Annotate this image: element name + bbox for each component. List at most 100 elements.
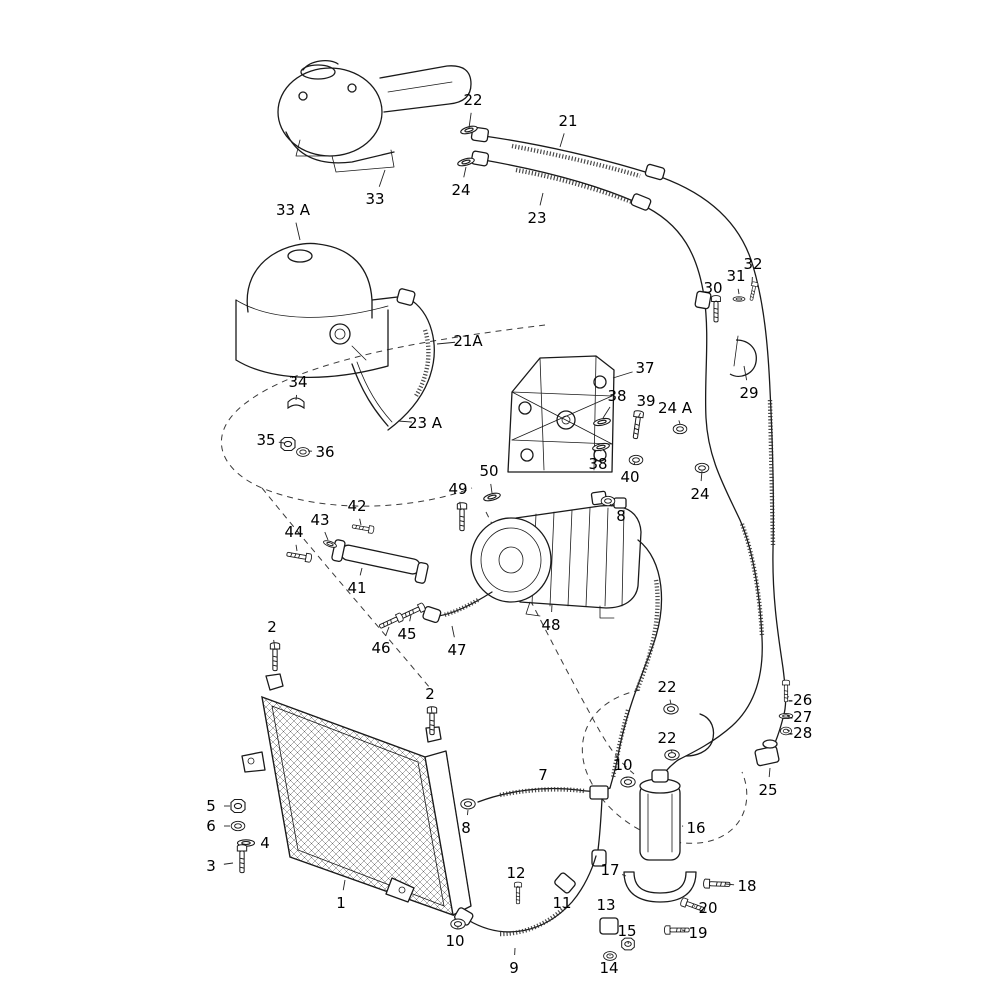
leader-line bbox=[633, 461, 636, 465]
part-callout-39: 39 bbox=[636, 392, 655, 410]
leader-line bbox=[295, 544, 298, 552]
part-callout-47: 47 bbox=[447, 641, 466, 659]
leader-line bbox=[743, 365, 748, 381]
part-callout-37: 37 bbox=[635, 359, 654, 377]
leader-line bbox=[737, 288, 740, 295]
part-callout-13: 13 bbox=[596, 896, 615, 914]
leader-line bbox=[681, 929, 686, 932]
part-callout-5: 5 bbox=[206, 797, 216, 815]
hoses-21-23 bbox=[470, 126, 787, 781]
part-callout-4: 4 bbox=[260, 834, 270, 852]
leader-line bbox=[397, 420, 413, 423]
part-bolt-39 bbox=[630, 409, 645, 440]
leader-line bbox=[787, 730, 791, 732]
part-callout-14: 14 bbox=[599, 959, 618, 977]
part-callout-17: 17 bbox=[600, 861, 619, 879]
part-bolt-32 bbox=[747, 281, 759, 302]
leader-line bbox=[609, 503, 613, 507]
part-bolt-19 bbox=[663, 925, 690, 935]
part-callout-2: 2 bbox=[267, 618, 277, 636]
part-callout-30: 30 bbox=[703, 279, 722, 297]
leader-line bbox=[342, 879, 346, 891]
leader-line bbox=[539, 192, 544, 206]
part-callout-11: 11 bbox=[552, 894, 571, 912]
leader-line bbox=[468, 112, 472, 129]
part-callout-6: 6 bbox=[206, 817, 216, 835]
mount-bar-41 bbox=[331, 539, 429, 584]
leader-line bbox=[602, 406, 611, 419]
part-callout-29: 29 bbox=[739, 384, 758, 402]
leader-line bbox=[451, 625, 455, 638]
part-callout-25: 25 bbox=[758, 781, 777, 799]
part-callout-7: 7 bbox=[538, 766, 548, 784]
leader-line bbox=[559, 133, 565, 148]
part-callout-28: -28 bbox=[788, 724, 813, 742]
part-callout-33: 33 bbox=[365, 190, 384, 208]
part-callout-49: 49 bbox=[448, 480, 467, 498]
part-ring-6 bbox=[230, 820, 246, 832]
part-callout-8: 8 bbox=[616, 507, 626, 525]
hose-23a bbox=[351, 361, 393, 427]
part-ring-22a bbox=[663, 703, 679, 715]
part-callout-22: 22 bbox=[657, 678, 676, 696]
part-bolt-44 bbox=[285, 549, 313, 563]
leader-line bbox=[295, 222, 301, 241]
part-callout-38: 38 bbox=[607, 387, 626, 405]
part-ring-10 bbox=[620, 776, 636, 788]
part-callout-23: 23 bbox=[527, 209, 546, 227]
part-callout-31: 31 bbox=[726, 267, 745, 285]
part-callout-22: 22 bbox=[463, 91, 482, 109]
leader-line bbox=[490, 483, 493, 494]
part-callout-21A: 21A bbox=[453, 332, 483, 350]
part-callout-10: 10 bbox=[445, 932, 464, 950]
part-callout-38: 38 bbox=[588, 455, 607, 473]
part-callout-42: 42 bbox=[347, 497, 366, 515]
part-callout-8: 8 bbox=[461, 819, 471, 837]
part-bolt-3 bbox=[236, 844, 248, 874]
part-callout-20: 20 bbox=[698, 899, 717, 917]
part-callout-9: 9 bbox=[509, 959, 519, 977]
leader-line bbox=[466, 809, 469, 816]
leader-line bbox=[436, 341, 456, 345]
part-washer-31 bbox=[732, 296, 746, 302]
leader-line bbox=[669, 699, 672, 705]
part-callout-24: 24 bbox=[690, 485, 709, 503]
receiver-drier-16 bbox=[639, 769, 681, 861]
part-callout-43: 43 bbox=[310, 511, 329, 529]
part-callout-23A: 23 A bbox=[408, 414, 443, 432]
leader-line bbox=[385, 626, 390, 637]
blower-assembly-33 bbox=[277, 59, 472, 173]
part-bolt-42 bbox=[351, 522, 375, 535]
part-callout-44: 44 bbox=[284, 523, 303, 541]
part-callout-15: 15 bbox=[617, 922, 636, 940]
part-callout-41: 41 bbox=[347, 579, 366, 597]
leader-line bbox=[359, 518, 362, 526]
part-ring-40 bbox=[628, 454, 644, 466]
leader-line bbox=[430, 706, 433, 715]
hose-compressor-to-drier bbox=[609, 539, 663, 789]
part-callout-33A: 33 A bbox=[276, 201, 311, 219]
leader-line bbox=[223, 862, 234, 865]
leader-line bbox=[670, 750, 673, 753]
part-ring-24a bbox=[672, 423, 688, 435]
part-callout-24: 24 bbox=[451, 181, 470, 199]
heater-unit-33a bbox=[235, 242, 407, 378]
drier-bracket-17 bbox=[623, 871, 697, 903]
part-callout-3: 3 bbox=[206, 857, 216, 875]
part-bolt-12 bbox=[513, 881, 523, 905]
leader-line bbox=[463, 166, 467, 178]
part-callout-35: 35 bbox=[256, 431, 275, 449]
leader-line bbox=[622, 874, 627, 877]
part-nut-35 bbox=[280, 436, 296, 452]
part-callout-21: 21 bbox=[558, 112, 577, 130]
part-callout-19: 19 bbox=[688, 924, 707, 942]
part-callout-26: -26 bbox=[788, 691, 813, 709]
leader-line bbox=[278, 441, 285, 444]
part-ring-8 bbox=[460, 798, 476, 810]
part-nut-5 bbox=[230, 798, 246, 814]
part-callout-27: -27 bbox=[788, 708, 813, 726]
part-callout-46: 46 bbox=[371, 639, 390, 657]
part-callout-1: 1 bbox=[336, 894, 346, 912]
